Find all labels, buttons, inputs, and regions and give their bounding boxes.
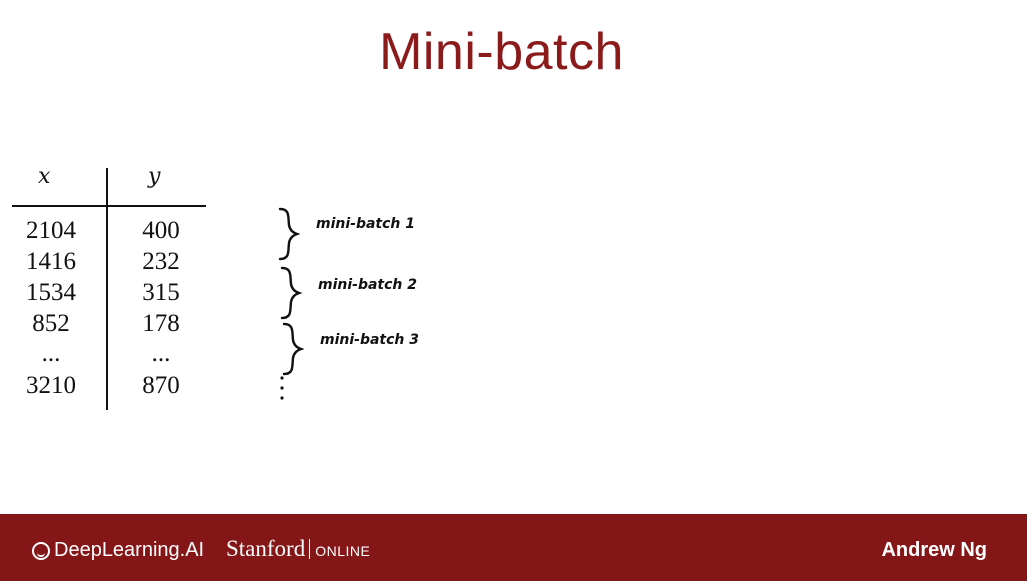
slide-title: Mini-batch [379, 23, 624, 81]
deeplearning-logo: DeepLearning.AI [32, 539, 204, 562]
table-cell-x: ... [41, 340, 61, 367]
stanford-name: Stanford [226, 536, 306, 561]
table-cell-y: ... [151, 340, 171, 367]
mini-batch-label: mini-batch 3 [320, 332, 420, 348]
data-table: x y 2104 400 1416 232 1534 315 852 178 .… [0, 0, 240, 420]
footer-bar: DeepLearning.AI Stanford ONLINE Andrew N… [0, 514, 1027, 581]
table-cell-x: 3210 [26, 372, 76, 399]
table-cell-y: 232 [142, 248, 180, 275]
author-name: Andrew Ng [881, 539, 987, 561]
deeplearning-icon [32, 541, 50, 560]
brace-icon [276, 207, 300, 261]
brace-icon [278, 266, 302, 320]
table-cell-x: 1534 [26, 279, 76, 306]
column-divider [106, 168, 108, 410]
table-cell-x: 2104 [26, 217, 76, 244]
logo-separator [309, 539, 311, 559]
mini-batch-label: mini-batch 2 [318, 277, 418, 293]
stanford-online-logo: Stanford ONLINE [226, 536, 370, 562]
brace-icon [280, 322, 304, 376]
mini-batch-label: mini-batch 1 [316, 216, 416, 232]
table-cell-y: 870 [142, 372, 180, 399]
brand-name: DeepLearning.AI [54, 539, 205, 561]
vertical-ellipsis-icon [276, 374, 288, 409]
table-cell-y: 400 [142, 217, 180, 244]
x-column-header: x [38, 164, 51, 189]
y-column-header: y [148, 164, 161, 189]
table-cell-x: 852 [32, 310, 70, 337]
table-cell-y: 315 [142, 279, 180, 306]
header-divider [12, 205, 206, 207]
table-cell-x: 1416 [26, 248, 76, 275]
table-cell-y: 178 [142, 310, 180, 337]
online-label: ONLINE [315, 543, 371, 559]
